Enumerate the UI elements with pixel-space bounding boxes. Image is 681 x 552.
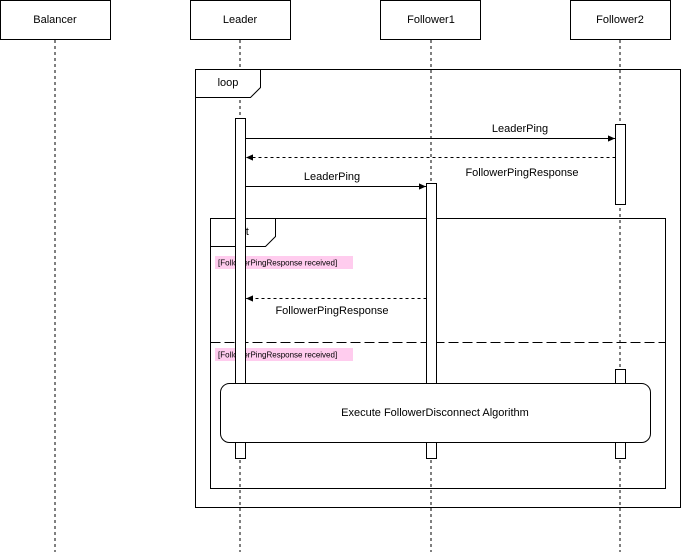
activation-follower2-first[interactable] — [615, 124, 626, 205]
process-box-label: Execute FollowerDisconnect Algorithm — [341, 407, 529, 419]
alt-guard-1: [FollowerPingResponse received] — [218, 259, 337, 268]
participant-leader[interactable]: Leader — [190, 0, 291, 40]
loop-fragment-tab — [195, 69, 261, 98]
participant-balancer[interactable]: Balancer — [0, 0, 111, 40]
message-follower-ping-response-from-follower2-label: FollowerPingResponse — [465, 167, 578, 179]
activation-leader[interactable] — [235, 118, 246, 459]
participant-leader-label: Leader — [223, 14, 258, 26]
activation-follower1[interactable] — [426, 183, 437, 459]
message-leader-ping-to-follower2-label: LeaderPing — [492, 123, 548, 135]
alt-guard-1-highlight — [215, 256, 353, 269]
alt-guard-2-highlight — [215, 348, 353, 361]
participant-follower2[interactable]: Follower2 — [570, 0, 671, 40]
loop-fragment-label: loop — [218, 77, 239, 89]
process-box[interactable]: Execute FollowerDisconnect Algorithm — [220, 383, 651, 443]
participant-follower1-label: Follower1 — [407, 14, 455, 26]
participant-follower2-label: Follower2 — [596, 14, 644, 26]
participant-follower1[interactable]: Follower1 — [380, 0, 481, 40]
alt-guard-2: [FollowerPingResponse received] — [218, 351, 337, 360]
message-follower-ping-response-from-follower1-label: FollowerPingResponse — [275, 305, 388, 317]
message-leader-ping-to-follower1-label: LeaderPing — [304, 171, 360, 183]
participant-balancer-label: Balancer — [33, 14, 77, 26]
